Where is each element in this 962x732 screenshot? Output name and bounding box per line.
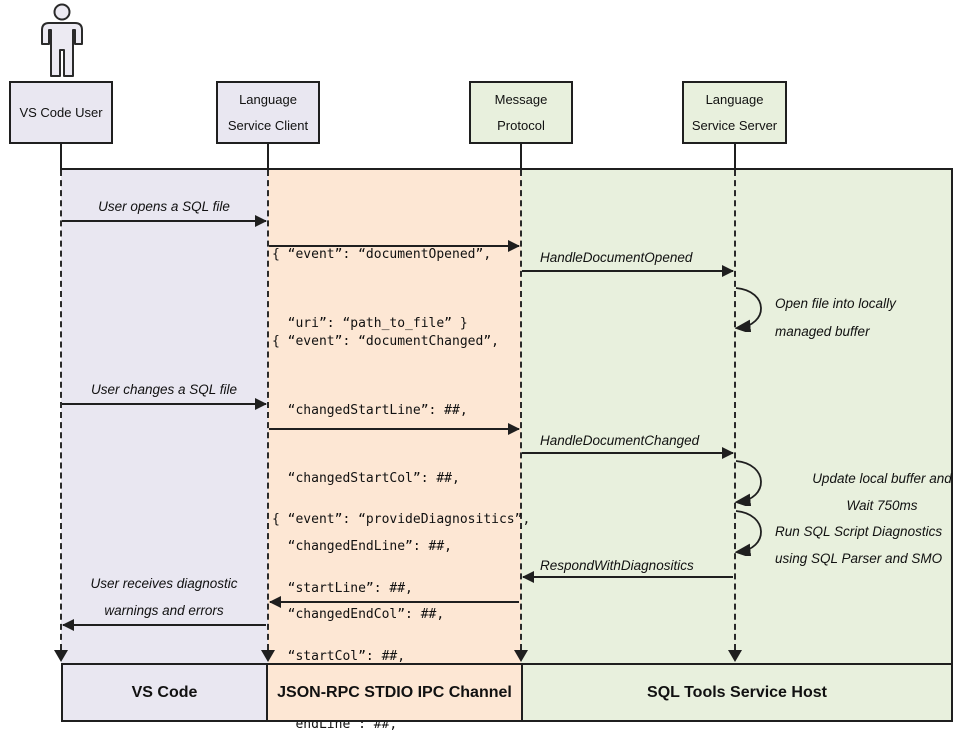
lifeline-stub: [267, 144, 269, 170]
payload-line: { “event”: “provideDiagnositics”,: [272, 512, 531, 528]
message-line: User receives diagnostic: [90, 576, 238, 591]
band-top-border: [61, 168, 953, 170]
lifeline-end-arrow: [54, 650, 68, 662]
arrow-document-opened: [269, 240, 520, 252]
band-right-border: [951, 170, 953, 663]
footer-ipc-channel: JSON-RPC STDIO IPC Channel: [266, 663, 523, 722]
participant-vscode-user: VS Code User: [9, 81, 113, 144]
annotation-line: managed buffer: [775, 324, 870, 339]
self-loop-run-diagnostics: [735, 510, 762, 556]
annotation-line: using SQL Parser and SMO: [775, 551, 943, 566]
annotation-run-diagnostics: Run SQL Script Diagnostics using SQL Par…: [775, 518, 942, 572]
payload-line: “changedEndLine”: ##,: [272, 538, 453, 554]
message-line: warnings and errors: [104, 603, 224, 618]
payload-line: “changedStartLine”: ##,: [272, 402, 468, 418]
participant-label: Message: [494, 91, 548, 107]
message-handle-document-changed: HandleDocumentChanged: [540, 433, 700, 448]
self-loop-open-file: [735, 287, 762, 332]
arrow-respond-with-diagnostics: [522, 571, 733, 583]
message-handle-document-opened: HandleDocumentOpened: [540, 250, 693, 265]
annotation-line: Update local buffer and: [812, 471, 952, 486]
footer-vscode: VS Code: [61, 663, 268, 722]
footer-label: VS Code: [131, 683, 198, 701]
annotation-update-buffer: Update local buffer and Wait 750ms: [772, 465, 962, 519]
annotation-line: Open file into locally: [775, 296, 896, 311]
payload-document-opened: { “event”: “documentOpened”, “uri”: “pat…: [272, 199, 491, 381]
payload-line: { “event”: “documentChanged”,: [272, 334, 499, 350]
annotation-line: Run SQL Script Diagnostics: [775, 524, 943, 539]
lane-service-host: [521, 170, 951, 663]
lifeline-end-arrow: [514, 650, 528, 662]
participant-label: VS Code User: [19, 104, 103, 120]
footer-label: JSON-RPC STDIO IPC Channel: [277, 683, 512, 701]
footer-service-host: SQL Tools Service Host: [521, 663, 953, 722]
payload-line: “uri”: “path_to_file” }: [272, 315, 468, 331]
message-user-receives: User receives diagnostic warnings and er…: [62, 570, 266, 624]
message-respond-with-diagnostics: RespondWithDiagnositics: [540, 558, 694, 573]
arrow-user-changes: [62, 398, 267, 410]
payload-line: “startLine”: ##,: [272, 580, 413, 596]
arrow-document-changed: [269, 423, 520, 435]
lifeline-message-protocol: [520, 170, 522, 650]
lifeline-end-arrow: [728, 650, 742, 662]
participant-label: Service Server: [691, 117, 778, 133]
participant-message-protocol: Message Protocol: [469, 81, 573, 144]
lifeline-stub: [734, 144, 736, 170]
lifeline-end-arrow: [261, 650, 275, 662]
arrow-diagnostics-to-client: [269, 596, 519, 608]
footer-label: SQL Tools Service Host: [647, 683, 827, 701]
payload-line: “changedStartCol”: ##,: [272, 470, 460, 486]
payload-line: “startCol”: ##,: [272, 648, 406, 664]
self-loop-update-buffer: [735, 460, 762, 506]
arrow-user-receives: [62, 619, 266, 631]
annotation-line: Wait 750ms: [846, 498, 918, 513]
participant-label: Protocol: [497, 117, 545, 133]
participant-label: Service Client: [227, 117, 309, 133]
arrow-handle-document-opened: [522, 265, 734, 277]
payload-line: { “event”: “documentOpened”,: [272, 247, 492, 263]
lane-ipc-channel: [268, 170, 521, 663]
user-actor-icon: [41, 3, 83, 77]
lifeline-vscode-user: [60, 170, 62, 650]
message-user-opens: User opens a SQL file: [98, 199, 230, 214]
participant-language-service-server: Language Service Server: [682, 81, 787, 144]
arrow-handle-document-changed: [522, 447, 734, 459]
participant-language-service-client: Language Service Client: [216, 81, 320, 144]
annotation-open-file: Open file into locally managed buffer: [775, 290, 896, 346]
participant-label: Language: [239, 91, 297, 107]
message-user-changes: User changes a SQL file: [90, 382, 238, 397]
lifeline-stub: [520, 144, 522, 170]
lane-vscode: [61, 170, 268, 663]
lifeline-service-server: [734, 170, 736, 650]
arrow-user-opens: [62, 215, 267, 227]
lifeline-stub: [60, 144, 62, 170]
participant-label: Language: [705, 91, 764, 107]
payload-line: “changedEndCol”: ##,: [272, 606, 445, 622]
lifeline-service-client: [267, 170, 269, 650]
